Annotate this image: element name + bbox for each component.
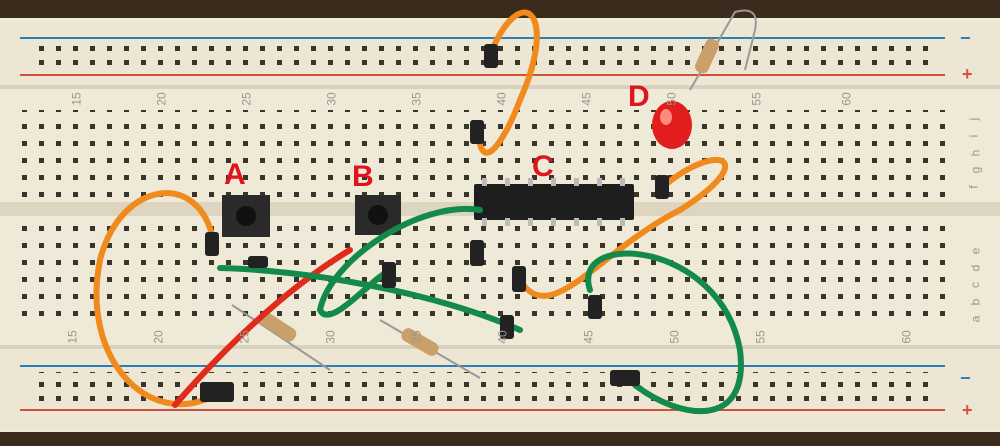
- row-letter: a: [968, 315, 983, 323]
- row-letter: c: [968, 282, 982, 288]
- row-letter: g: [968, 166, 983, 174]
- row-letter: h: [968, 149, 983, 157]
- column-number: 30: [323, 330, 338, 344]
- column-number: 15: [69, 92, 84, 106]
- red-led: [652, 101, 692, 149]
- column-number: 60: [899, 330, 914, 344]
- resistor: [231, 304, 331, 371]
- column-number: 55: [753, 330, 768, 344]
- orange-wire: [517, 156, 729, 299]
- rail-minus-bottom: −: [960, 368, 971, 388]
- column-number: 35: [409, 330, 424, 344]
- ic-chip: [474, 178, 634, 226]
- orange-wire: [475, 9, 540, 156]
- rail-plus-top: +: [962, 64, 973, 84]
- label-b: B: [352, 160, 374, 193]
- column-number: 60: [839, 92, 854, 106]
- rail-plus-bottom: +: [962, 400, 973, 420]
- column-number: 45: [581, 330, 596, 344]
- resistor: [379, 319, 481, 379]
- row-letter: b: [968, 298, 983, 306]
- column-number: 45: [579, 92, 594, 106]
- green-wire: [585, 250, 744, 415]
- rail-minus-top: −: [960, 28, 971, 48]
- row-letter: i: [966, 134, 981, 138]
- column-number: 40: [494, 92, 509, 106]
- red-wire: [172, 247, 353, 408]
- resistor: [689, 9, 757, 91]
- row-letter: e: [968, 247, 983, 255]
- pushbutton-a: [222, 195, 270, 237]
- column-number: 35: [409, 92, 424, 106]
- column-number: 40: [495, 330, 510, 344]
- column-number: 15: [65, 330, 80, 344]
- column-number: 20: [154, 92, 169, 106]
- bottom-terminal-strip: [20, 222, 950, 328]
- column-number: 25: [239, 92, 254, 106]
- row-letter: d: [968, 264, 983, 272]
- column-number: 50: [664, 92, 679, 106]
- label-d: D: [628, 80, 650, 113]
- green-wire: [316, 205, 483, 318]
- column-number: 25: [237, 330, 252, 344]
- column-number: 20: [151, 330, 166, 344]
- column-number: 55: [749, 92, 764, 106]
- label-c: C: [532, 150, 554, 183]
- column-number: 30: [324, 92, 339, 106]
- label-a: A: [224, 158, 246, 191]
- row-letter: f: [966, 185, 981, 189]
- column-number: 50: [667, 330, 682, 344]
- row-letter: j: [966, 117, 981, 121]
- orange-wire: [93, 190, 218, 408]
